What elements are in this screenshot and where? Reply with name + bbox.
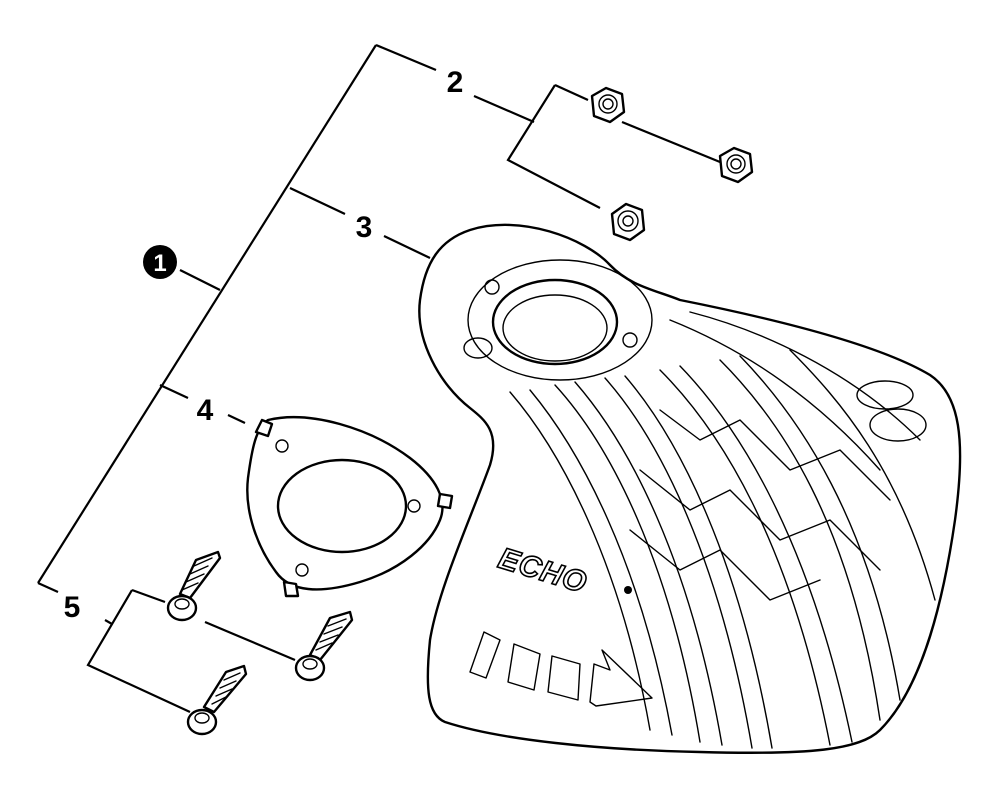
callout-1: 1 (153, 250, 166, 277)
nut-right (718, 146, 754, 184)
plate-hole-2 (407, 499, 421, 513)
guard-hole-1 (484, 279, 500, 295)
bolt-bottom (186, 664, 248, 736)
callout-5: 5 (64, 591, 81, 624)
guard-decal-1 (856, 380, 914, 410)
bolt-leader-right (204, 620, 296, 662)
bolt-top (166, 550, 222, 622)
nut-top (590, 86, 626, 124)
nut-leader-right (621, 120, 721, 164)
nut-bracket (506, 83, 721, 209)
guard-ribs (509, 311, 936, 749)
bolt-bracket (86, 588, 296, 713)
callout-3: 3 (356, 211, 373, 244)
guard-brand-dot (624, 586, 632, 594)
bolt-leader-stub (104, 619, 113, 625)
assembly-bracket (37, 43, 535, 594)
plate-center-hole (276, 458, 408, 554)
guard-hub-inner (502, 294, 608, 362)
plate (246, 416, 454, 598)
bolt-right (294, 610, 354, 682)
guard-hub (491, 278, 619, 366)
guard-direction-arrows (469, 631, 653, 707)
leader-line-3 (289, 187, 431, 259)
leader-line-1 (179, 269, 221, 291)
nut-leader-upper (554, 83, 589, 102)
bolt-leader-upper (131, 588, 166, 604)
bolt-bracket-lines (86, 589, 191, 713)
callout-2: 2 (447, 66, 464, 99)
callout-4: 4 (197, 394, 214, 427)
leader-line-5-top (37, 581, 59, 594)
nut-bottom (610, 202, 646, 242)
nut-bracket-lines (506, 84, 601, 209)
plate-tab-right (436, 492, 454, 510)
assembly-spine-line (37, 44, 377, 584)
leader-line-2-top (375, 43, 535, 124)
leader-line-4 (159, 384, 246, 424)
plate-tab-top (254, 418, 274, 438)
guard: ECHO (418, 223, 962, 754)
callout-1-badge (143, 245, 177, 279)
plate-hole-3 (295, 563, 309, 577)
guard-hole-2 (622, 332, 638, 348)
guard-lug (463, 337, 493, 359)
guard-decal-2 (869, 408, 927, 442)
plate-hole-1 (275, 439, 289, 453)
plate-tab-bottom (282, 580, 300, 598)
guard-hub-outer (467, 259, 653, 381)
